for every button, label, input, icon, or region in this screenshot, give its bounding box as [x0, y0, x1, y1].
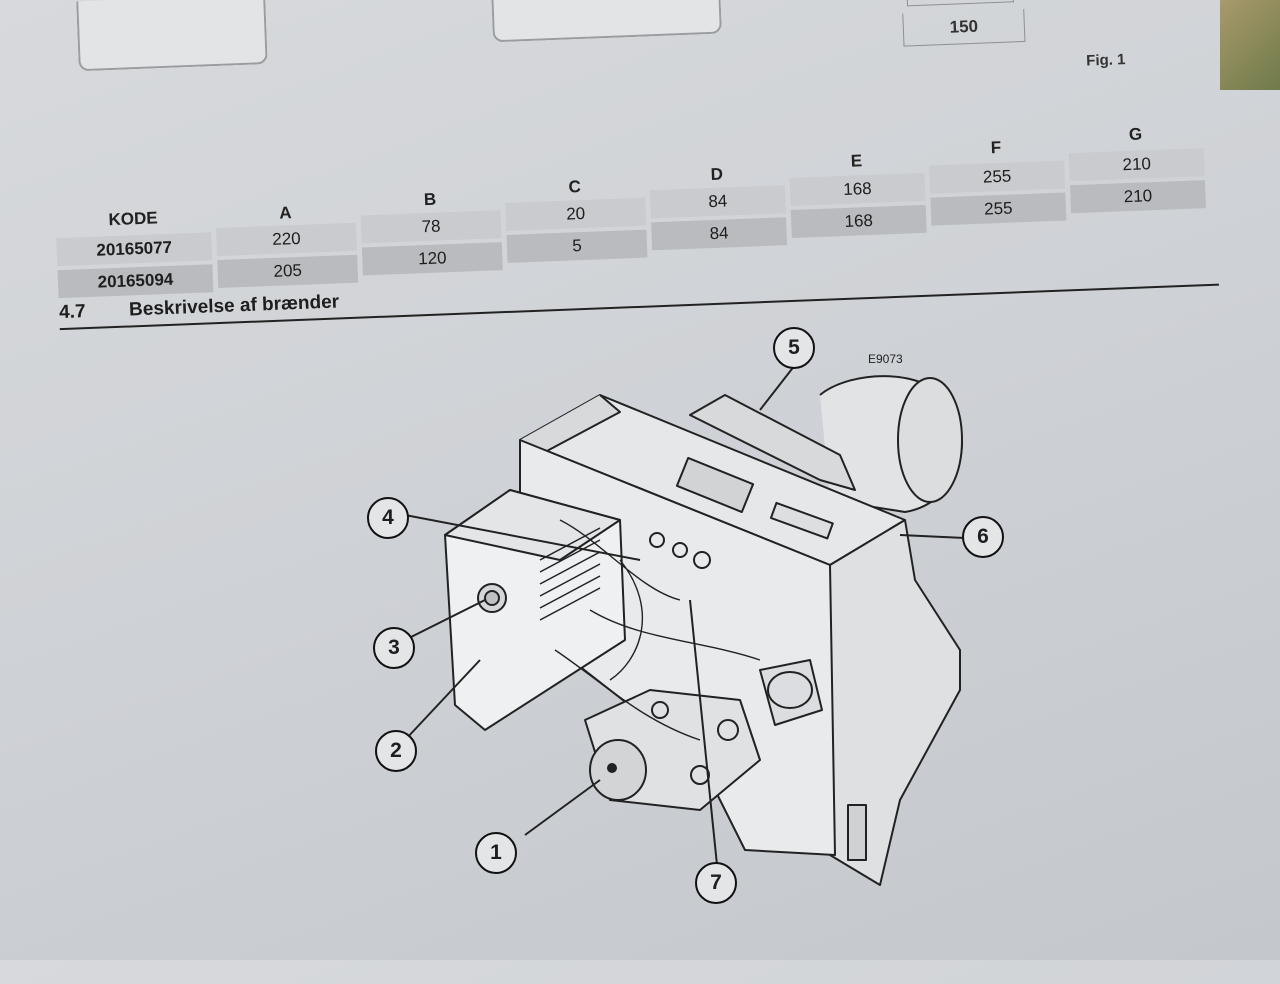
burner-diagram — [404, 364, 966, 886]
callout-3: 3 — [373, 627, 415, 669]
callout-7: 7 — [695, 862, 737, 904]
callout-1: 1 — [475, 832, 517, 874]
air-slots — [675, 456, 755, 514]
background-edge — [1220, 0, 1280, 90]
heat-sink — [539, 527, 601, 621]
callout-5: 5 — [773, 327, 815, 369]
callout-2: 2 — [375, 730, 417, 772]
motor-end — [897, 377, 963, 503]
callout-4: 4 — [367, 497, 409, 539]
control-box-top — [444, 489, 621, 561]
diagram-code: E9073 — [868, 352, 903, 366]
callout-6: 6 — [962, 516, 1004, 558]
top-bracket — [689, 394, 856, 491]
sight-glass — [769, 501, 834, 540]
wiring — [554, 519, 761, 741]
pump-pressure-port — [589, 739, 647, 801]
side-terminal — [847, 804, 867, 861]
leader-lines — [404, 364, 966, 866]
body-side — [829, 519, 961, 886]
